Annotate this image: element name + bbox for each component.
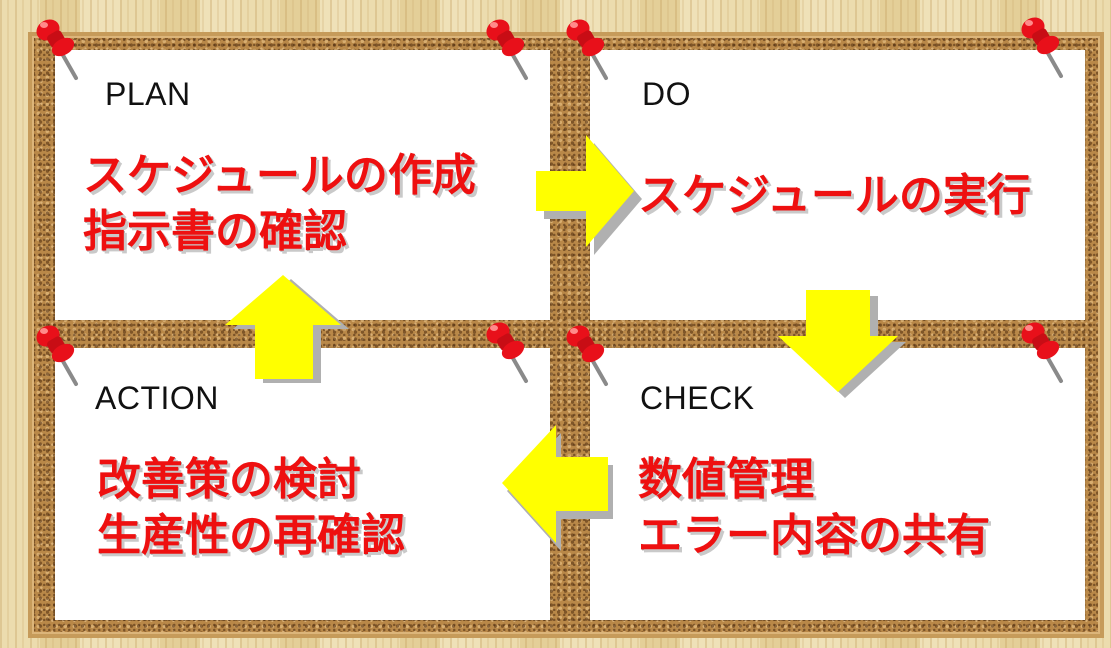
check-card: CHECK 数値管理 エラー内容の共有 bbox=[590, 348, 1085, 620]
pushpin-icon bbox=[36, 325, 78, 386]
pushpin-icon bbox=[486, 19, 528, 80]
action-line-2: 生産性の再確認 bbox=[97, 510, 405, 561]
pushpin-icon bbox=[1021, 322, 1063, 383]
action-line-1: 改善策の検討 bbox=[97, 454, 361, 505]
action-label: ACTION bbox=[95, 380, 219, 416]
arrow-up-icon bbox=[225, 275, 349, 383]
pushpin-icon bbox=[36, 19, 78, 80]
do-text: スケジュールの実行 bbox=[638, 168, 1031, 224]
arrow-down-icon bbox=[778, 290, 906, 398]
plan-card: PLAN スケジュールの作成 指示書の確認 bbox=[55, 50, 550, 320]
pushpin-icon bbox=[566, 19, 608, 80]
pushpin-icon bbox=[486, 322, 528, 383]
arrow-right-icon bbox=[536, 135, 642, 255]
plan-line-1: スケジュールの作成 bbox=[83, 150, 476, 201]
do-label: DO bbox=[642, 76, 691, 112]
plan-line-2: 指示書の確認 bbox=[83, 206, 347, 257]
check-text: 数値管理 エラー内容の共有 bbox=[638, 452, 990, 564]
do-card: DO スケジュールの実行 bbox=[590, 50, 1085, 320]
pushpin-icon bbox=[1021, 17, 1063, 78]
plan-text: スケジュールの作成 指示書の確認 bbox=[83, 148, 476, 260]
pushpin-icon bbox=[566, 325, 608, 386]
arrow-left-icon bbox=[502, 425, 613, 551]
check-line-2: エラー内容の共有 bbox=[638, 510, 990, 561]
check-line-1: 数値管理 bbox=[638, 454, 814, 505]
action-text: 改善策の検討 生産性の再確認 bbox=[97, 452, 405, 564]
do-line-1: スケジュールの実行 bbox=[638, 170, 1031, 221]
plan-label: PLAN bbox=[105, 76, 191, 112]
action-card: ACTION 改善策の検討 生産性の再確認 bbox=[55, 348, 550, 620]
check-label: CHECK bbox=[640, 380, 755, 416]
